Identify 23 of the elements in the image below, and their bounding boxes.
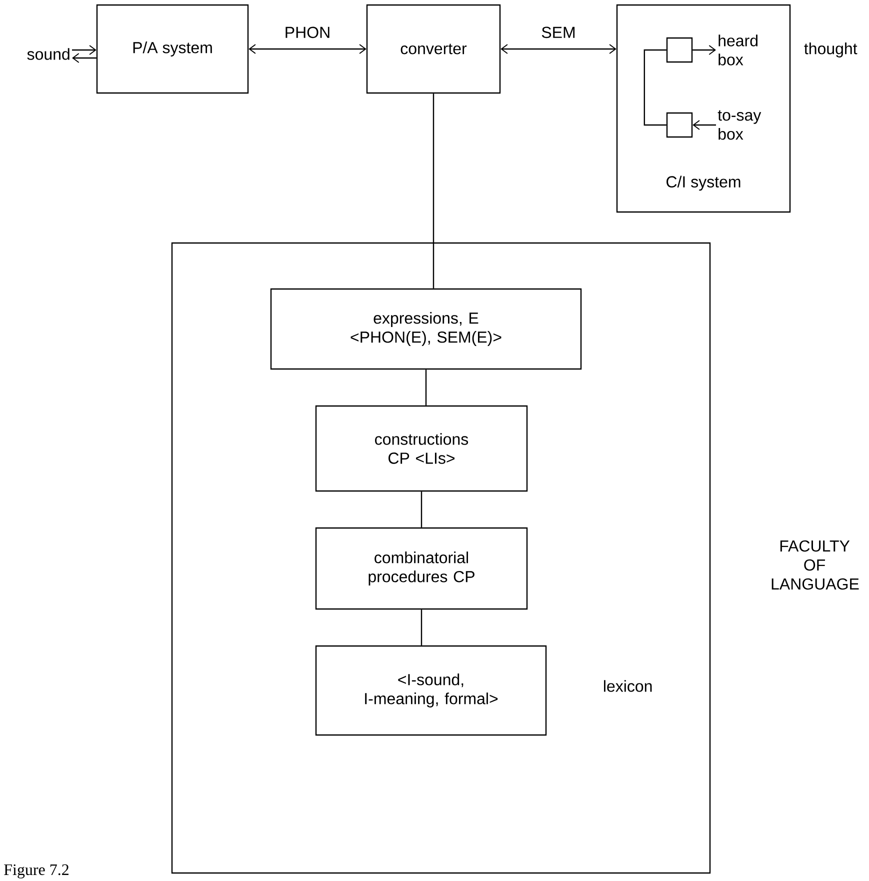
arrow [248,44,366,54]
arrow [692,120,716,130]
system-box: P/A system [96,4,249,94]
small-box [666,37,693,63]
small-box [666,112,693,138]
sound-label: sound [27,48,70,60]
figure-caption: Figure 7.2 [4,864,68,878]
box-label: heard box [718,34,758,66]
process-box: combinatorial procedures CP [315,527,528,610]
edge-label: PHON [286,26,330,38]
converter-box: converter [366,4,501,94]
edge-label: SEM [542,26,575,38]
node-label: FACULTY OF LANGUAGE [772,540,859,590]
process-box: constructions CP <LIs> [315,405,528,492]
process-box: <I-sound, I-meaning, formal> [315,645,547,736]
arrow [500,44,616,54]
side-label: lexicon [604,680,652,692]
arrow [72,45,96,55]
arrow [72,53,96,63]
box-label: to-say box [718,110,762,140]
side-label: thought [804,42,858,58]
process-box: expressions, E <PHON(E), SEM(E)> [270,288,582,370]
arrow [692,45,716,55]
